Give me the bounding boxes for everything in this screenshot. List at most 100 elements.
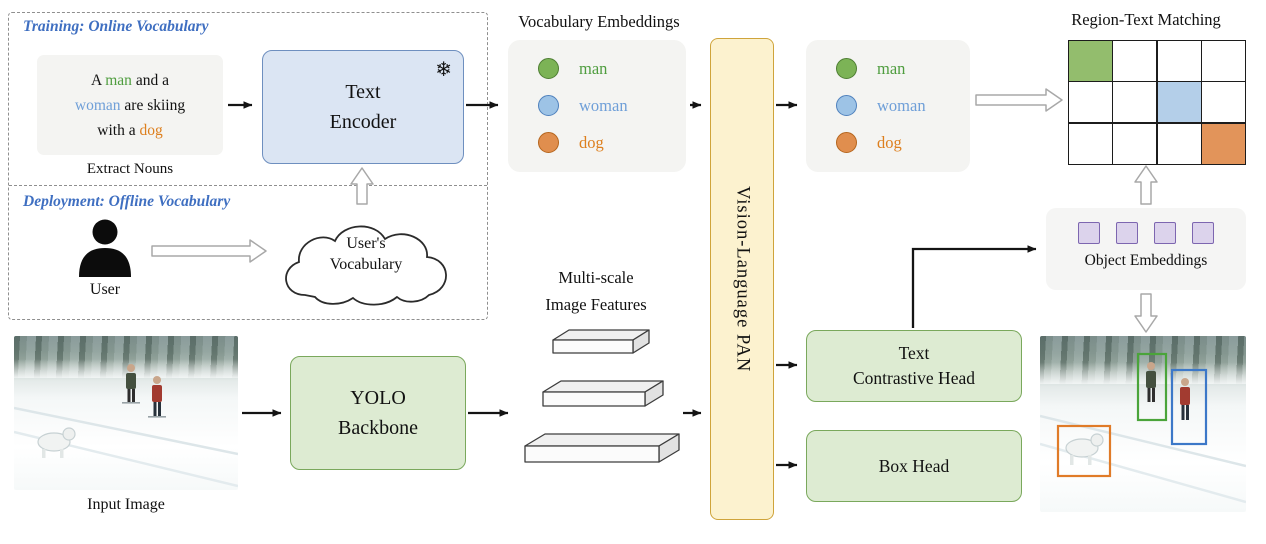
section-divider	[9, 185, 487, 186]
user-icon	[79, 219, 131, 277]
object-embeddings-box: Object Embeddings	[1046, 208, 1246, 290]
box-head-label: Box Head	[878, 455, 950, 476]
region-text-matching-title: Region-Text Matching	[1071, 10, 1221, 29]
text-encoder-box: Text Encoder ❄	[262, 50, 464, 164]
text-encoder-line2: Encoder	[329, 111, 397, 133]
cloud-line-2: Vocabulary	[329, 256, 403, 273]
arrow-head-to-object-embeddings	[911, 245, 1037, 328]
feature-pyramid-icon	[524, 329, 680, 463]
grid-cell-0-1	[1113, 41, 1157, 81]
yolo-backbone-box: YOLO Backbone	[290, 356, 466, 470]
vocab-word-label: dog	[579, 132, 604, 152]
vocab-word-label: woman	[877, 95, 926, 115]
feature-map-slab-front	[542, 391, 646, 407]
detection-scene-icon	[1040, 352, 1246, 504]
dog-icon	[37, 427, 76, 458]
object-embedding-square	[1116, 222, 1138, 244]
cloud-icon	[285, 225, 447, 306]
text-contrastive-head-box: Text Contrastive Head	[806, 330, 1022, 402]
vision-language-pan-box: Vision-Language PAN	[710, 38, 774, 520]
vocabulary-embeddings-title: Vocabulary Embeddings	[518, 12, 680, 31]
ski-scene-icon	[14, 364, 238, 488]
extract-nouns-label: Extract Nouns	[86, 161, 174, 177]
tch-line1: Text	[898, 343, 930, 363]
vocab-item-man: man	[806, 50, 970, 87]
yolo-line1: YOLO	[350, 387, 406, 409]
vocab-word-label: man	[877, 58, 906, 78]
vocab-item-man: man	[508, 50, 686, 87]
bbox-woman	[1170, 368, 1208, 446]
skier-2-icon	[1180, 378, 1190, 420]
input-image-label: Input Image	[87, 496, 165, 513]
bbox-man	[1136, 352, 1168, 422]
multiscale-line2: Image Features	[545, 295, 647, 314]
caption-word: and a	[135, 71, 169, 89]
man-dot-icon	[836, 58, 857, 79]
grid-cell-0-3	[1202, 41, 1246, 81]
yolo-backbone-label: YOLO Backbone	[338, 383, 418, 443]
woman-dot-icon	[836, 95, 857, 116]
object-embeddings-label: Object Embeddings	[1084, 252, 1208, 269]
vocab-item-woman: woman	[806, 87, 970, 124]
multiscale-line1: Multi-scale	[558, 268, 634, 287]
object-embedding-square	[1154, 222, 1176, 244]
training-section-label: Training: Online Vocabulary	[23, 18, 209, 35]
cloud-line-1: User's	[346, 235, 386, 252]
vision-language-pan-label: Vision-Language PAN	[732, 185, 753, 373]
user-vocabulary-cloud: User's Vocabulary	[271, 207, 461, 313]
grid-cell-2-3	[1202, 123, 1246, 164]
text-contrastive-head-label: Text Contrastive Head	[853, 341, 975, 391]
cloud-text: User's Vocabulary	[271, 233, 461, 275]
treeline-texture	[14, 336, 238, 378]
caption-line-1: A man and a	[37, 68, 223, 93]
grid-cell-1-1	[1113, 82, 1157, 123]
yolo-line2: Backbone	[338, 417, 418, 439]
vocab-item-dog: dog	[806, 124, 970, 161]
vocabulary-embeddings-box: man woman dog	[508, 40, 686, 172]
caption-text-box: A man and a woman are skiing with a dog	[37, 55, 223, 155]
vocab-word-label: dog	[877, 132, 902, 152]
tch-line2: Contrastive Head	[853, 368, 975, 388]
object-embedding-square	[1192, 222, 1214, 244]
noun-woman: woman	[74, 96, 121, 114]
dog-dot-icon	[836, 132, 857, 153]
skier-1-icon	[1146, 362, 1156, 402]
text-encoder-label: Text Encoder	[330, 77, 397, 137]
object-embeddings-squares	[1046, 222, 1246, 244]
noun-dog: dog	[139, 121, 163, 139]
skier-1-icon	[122, 364, 140, 404]
vocab-word-label: woman	[579, 95, 628, 115]
vocab-item-dog: dog	[508, 124, 686, 161]
hollow-arrow-embeddings-to-output	[1134, 293, 1158, 333]
output-image-photo	[1040, 336, 1246, 512]
treeline-texture	[1040, 336, 1246, 384]
text-encoder-line1: Text	[345, 81, 381, 103]
refined-vocabulary-box: man woman dog	[806, 40, 970, 172]
dog-icon	[1065, 433, 1104, 465]
hollow-arrow-embeddings-to-grid	[1134, 165, 1158, 205]
user-figure: User	[67, 219, 143, 299]
user-label: User	[89, 281, 121, 298]
input-image-photo	[14, 336, 238, 490]
caption-word: with a	[97, 121, 136, 139]
grid-cell-1-3	[1202, 82, 1246, 123]
grid-cell-2-1	[1113, 123, 1157, 164]
box-head-box: Box Head	[806, 430, 1022, 502]
skier-2-icon	[148, 376, 166, 418]
feature-map-slab-top	[542, 380, 664, 393]
feature-map-slab-front	[524, 445, 660, 463]
feature-map-slab-top	[524, 433, 680, 447]
dog-dot-icon	[538, 132, 559, 153]
vocab-word-label: man	[579, 58, 608, 78]
caption-word: are skiing	[124, 96, 186, 114]
man-dot-icon	[538, 58, 559, 79]
frozen-snowflake-icon: ❄	[435, 57, 452, 81]
grid-cell-2-2	[1157, 123, 1201, 164]
caption-line-3: with a dog	[37, 118, 223, 143]
grid-cell-1-0	[1069, 82, 1112, 123]
hollow-arrow-vocab-to-grid	[975, 88, 1063, 112]
grid-cell-0-0	[1069, 41, 1112, 81]
grid-cell-0-2	[1157, 41, 1201, 81]
vocab-item-woman: woman	[508, 87, 686, 124]
